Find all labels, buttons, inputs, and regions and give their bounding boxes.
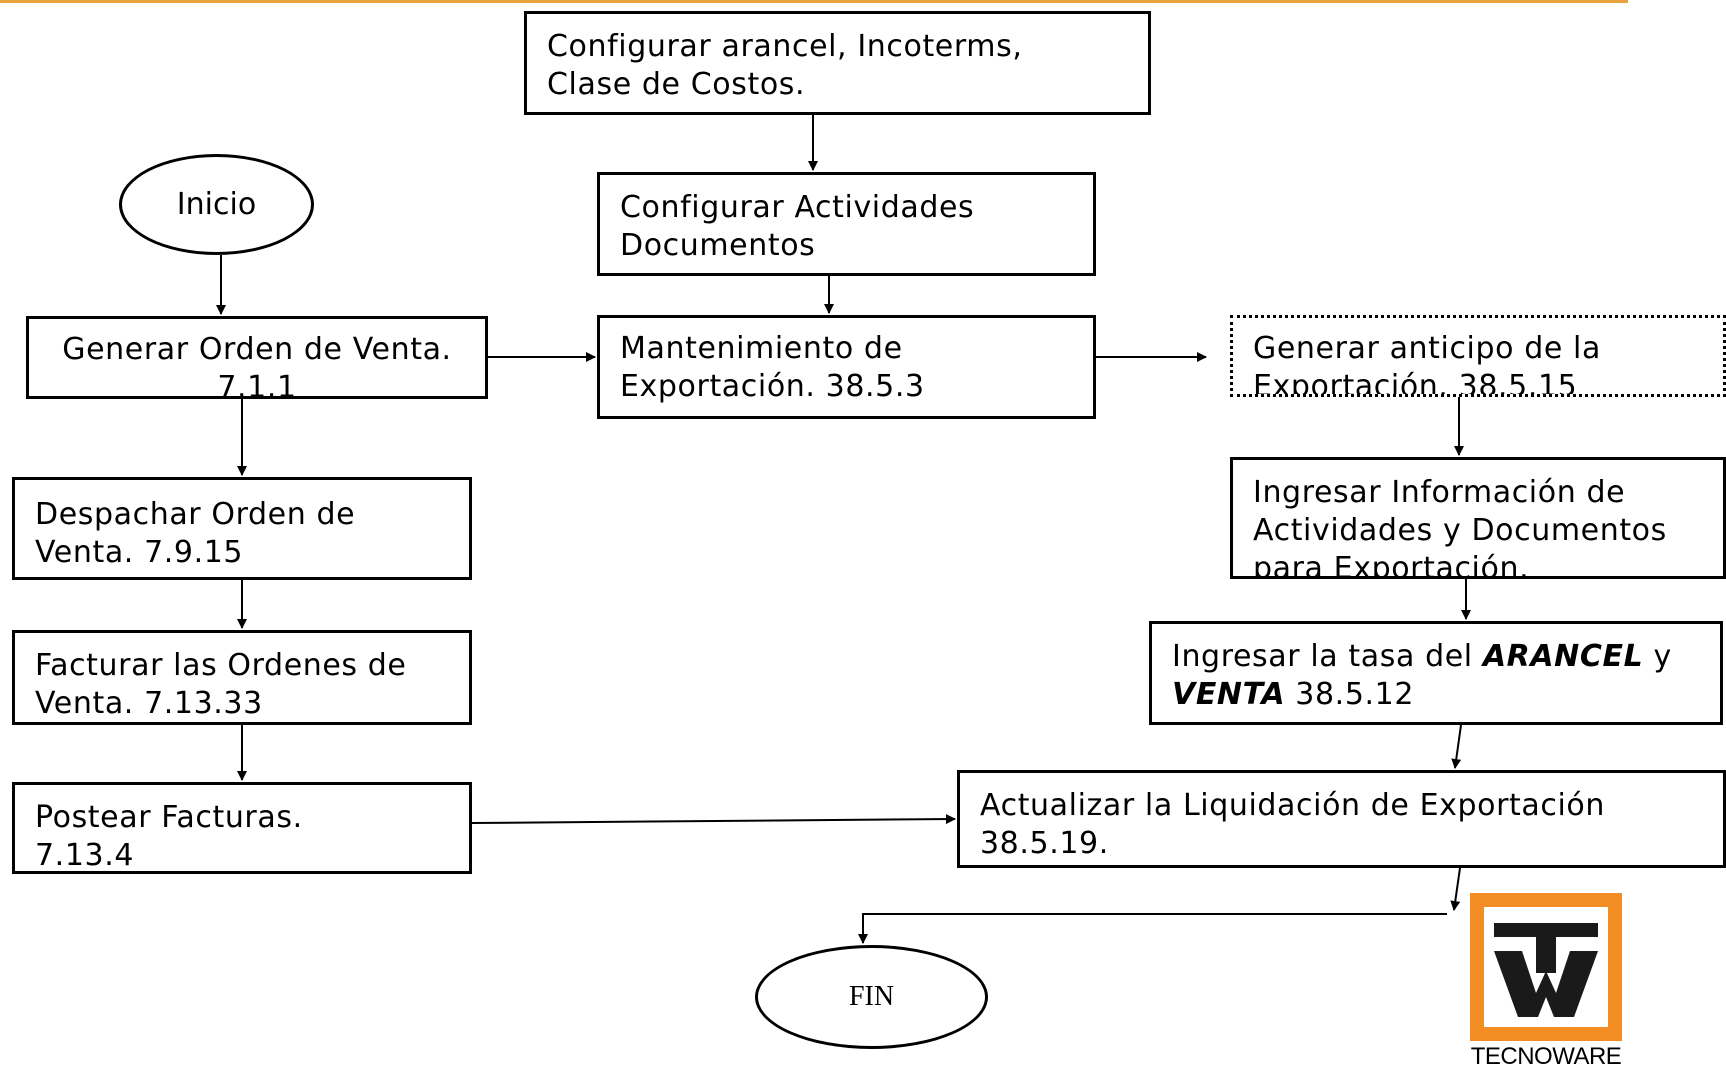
box-text-line: Actividades y Documentos <box>1253 513 1667 548</box>
tecnoware-logo-text: TECNOWARE <box>1470 1043 1622 1070</box>
tasa-bold-arancel: ARANCEL <box>1482 639 1644 674</box>
box-text-line: Documentos <box>620 228 816 263</box>
tecnoware-logo-icon <box>1470 893 1622 1041</box>
box-text-line: 7.13.4 <box>35 838 135 873</box>
tasa-suffix: 38.5.12 <box>1285 677 1415 712</box>
box-text-line: Postear Facturas. <box>35 800 303 835</box>
box-text-line: Venta. 7.13.33 <box>35 686 263 721</box>
inicio-node: Inicio <box>119 154 314 255</box>
box-text-line: Clase de Costos. <box>547 67 806 102</box>
connector-tasa-to-liquidacion <box>1451 724 1462 769</box>
box-text-line: Exportación. 38.5.15 <box>1253 369 1578 397</box>
tasa-mid: y <box>1643 639 1672 674</box>
connector-to-fin <box>858 913 1447 944</box>
box-text-line: Actualizar la Liquidación de Exportación <box>980 788 1605 823</box>
box-text-line: Ingresar Información de <box>1253 475 1626 510</box>
connector-postear-to-liquidacion <box>471 814 956 825</box>
fin-label: FIN <box>848 981 895 1012</box>
tasa-bold-venta: VENTA <box>1172 677 1286 712</box>
box-text-line: Exportación. 38.5.3 <box>620 369 925 404</box>
generar-orden-box: Generar Orden de Venta. 7.1.1 <box>26 316 488 405</box>
box-text-line: VENTA 38.5.12 <box>1172 676 1700 714</box>
box-text-line: Configurar Actividades <box>620 190 975 225</box>
mantenimiento-box: Mantenimiento de Exportación. 38.5.3 <box>597 315 1096 419</box>
box-text-line: 38.5.19. <box>980 826 1109 861</box>
liquidacion-box: Actualizar la Liquidación de Exportación… <box>957 770 1726 868</box>
inicio-label: Inicio <box>176 187 257 222</box>
box-text-line: Venta. 7.9.15 <box>35 535 244 570</box>
postear-box: Postear Facturas. 7.13.4 <box>12 782 472 874</box>
fin-node: FIN <box>755 945 988 1049</box>
tasa-prefix: Ingresar la tasa del <box>1172 639 1483 674</box>
tecnoware-logo: TECNOWARE <box>1470 893 1622 1073</box>
configurar-actividades-box: Configurar Actividades Documentos <box>597 172 1096 276</box>
box-text-line: 7.1.1 <box>217 370 297 405</box>
facturar-box: Facturar las Ordenes de Venta. 7.13.33 <box>12 630 472 725</box>
despachar-box: Despachar Orden de Venta. 7.9.15 <box>12 477 472 580</box>
ingresar-info-box: Ingresar Información de Actividades y Do… <box>1230 457 1726 579</box>
box-text-line: Configurar arancel, Incoterms, <box>547 29 1023 64</box>
box-text-line: Generar Orden de Venta. <box>62 332 452 367</box>
box-text-line: Despachar Orden de <box>35 497 356 532</box>
box-text-line: para Exportación. <box>1253 551 1530 579</box>
box-text-line: Mantenimiento de <box>620 331 903 366</box>
top-rule <box>0 0 1628 3</box>
anticipo-box: Generar anticipo de la Exportación. 38.5… <box>1230 315 1726 397</box>
connector-liquidacion-down <box>1450 867 1461 911</box>
box-text-line: Ingresar la tasa del ARANCEL y <box>1172 638 1700 676</box>
box-text-line: Generar anticipo de la <box>1253 331 1601 366</box>
box-text-line: Facturar las Ordenes de <box>35 648 407 683</box>
configurar-arancel-box: Configurar arancel, Incoterms, Clase de … <box>524 11 1151 115</box>
tasa-box: Ingresar la tasa del ARANCEL y VENTA 38.… <box>1149 621 1723 725</box>
